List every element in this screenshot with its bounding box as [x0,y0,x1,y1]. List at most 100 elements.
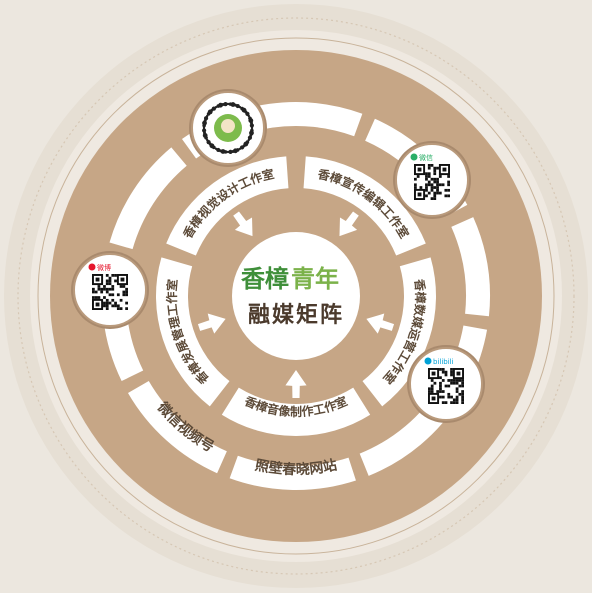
qr-module [433,177,437,181]
qr-module [439,395,442,399]
mini-code-dot [202,126,206,130]
qr-finder-core [417,192,422,197]
qr-module [111,285,115,288]
qr-module [103,287,106,291]
qr-module [447,194,450,198]
qr-module [441,183,445,187]
qr-module [425,172,428,176]
qr-module [436,183,439,187]
qr-module [447,395,451,399]
platform-logo-dot [410,153,418,161]
qr-module [439,384,442,388]
wechat-qr-badge[interactable]: 微信 [393,141,471,219]
mini-code-dot [223,102,228,107]
qr-module [439,368,442,371]
qr-module [430,177,434,181]
brand-part1: 香樟 [241,265,289,293]
qr-module [97,287,101,291]
qr-module [447,175,450,178]
qr-module [425,188,428,192]
qr-module [455,395,459,399]
wechat-channels-qr-badge[interactable] [189,89,267,167]
inner-ring-segment [362,257,436,407]
brand-part2: 青年 [291,265,339,293]
qr-finder-core [442,167,447,172]
arrows [197,211,395,398]
qr-module [119,285,123,288]
qr-module [430,387,434,391]
outer-ring-label: 照壁春晓网站 [254,456,339,478]
qr-module [439,390,442,393]
qr-module [438,191,442,195]
qr-module [438,183,442,187]
wechat-icon: 微信 [410,153,433,162]
qr-module [450,381,453,385]
qr-module [461,398,464,402]
qr-module [92,290,95,294]
qr-module [444,370,448,374]
bilibili-qr-badge[interactable]: bilibili [407,345,485,423]
qr-module [425,186,428,189]
qr-module [430,183,434,187]
qr-module [436,166,439,170]
qr-module [458,379,462,382]
qr-module [450,373,453,377]
qr-module [116,307,120,310]
qr-module [450,379,453,382]
qr-module [416,175,420,178]
qr-module [455,379,459,382]
qr-module [103,301,106,305]
qr-module [461,392,464,396]
qr-module [452,401,456,404]
center-logo: 香樟 青年 融媒矩阵 [241,265,342,328]
qr-module [427,172,431,176]
qr-module [428,387,431,391]
qr-module [427,164,431,167]
qr-module [105,301,109,305]
platform-label: bilibili [433,358,454,366]
qr-module [438,175,442,178]
outer-ring-segment [229,455,356,491]
qr-module [419,186,423,189]
outer-ring-segment [127,381,227,474]
qr-finder-core [431,371,436,376]
qr-module [105,282,109,286]
qr-module [441,395,445,399]
weibo-qr-badge[interactable]: 微博 [71,251,149,329]
qr-module [436,188,439,192]
qr-module [439,376,442,380]
mascot-face [221,119,235,133]
qr-module [455,401,459,404]
qr-module [111,304,115,308]
qr-module [119,307,123,310]
arrow-icon [285,370,307,398]
qr-module [450,395,453,399]
arrow-icon [366,313,395,334]
qr-finder-core [120,277,125,282]
qr-module [92,296,95,299]
qr-module [122,293,126,297]
qr-module [433,197,437,200]
arrow-icon [233,211,253,237]
qr-module [458,392,462,396]
qr-module [455,390,459,393]
qr-module [116,304,120,308]
qr-module [114,279,117,283]
outer-ring-segment [451,217,490,317]
qr-module [103,304,106,308]
qr-module [108,287,112,291]
qr-module [122,290,126,294]
qr-module [430,384,434,388]
qr-module [92,287,95,291]
platform-logo-dot [424,357,432,365]
qr-module [97,296,101,299]
qr-module [105,298,109,302]
qr-module [122,285,126,288]
qr-module [433,180,437,184]
qr-module [439,381,442,385]
qr-module [100,287,104,291]
platform-label: 微信 [419,153,433,162]
qr-finder-core [456,371,461,376]
qr-module [119,298,123,302]
qr-module [441,368,445,371]
